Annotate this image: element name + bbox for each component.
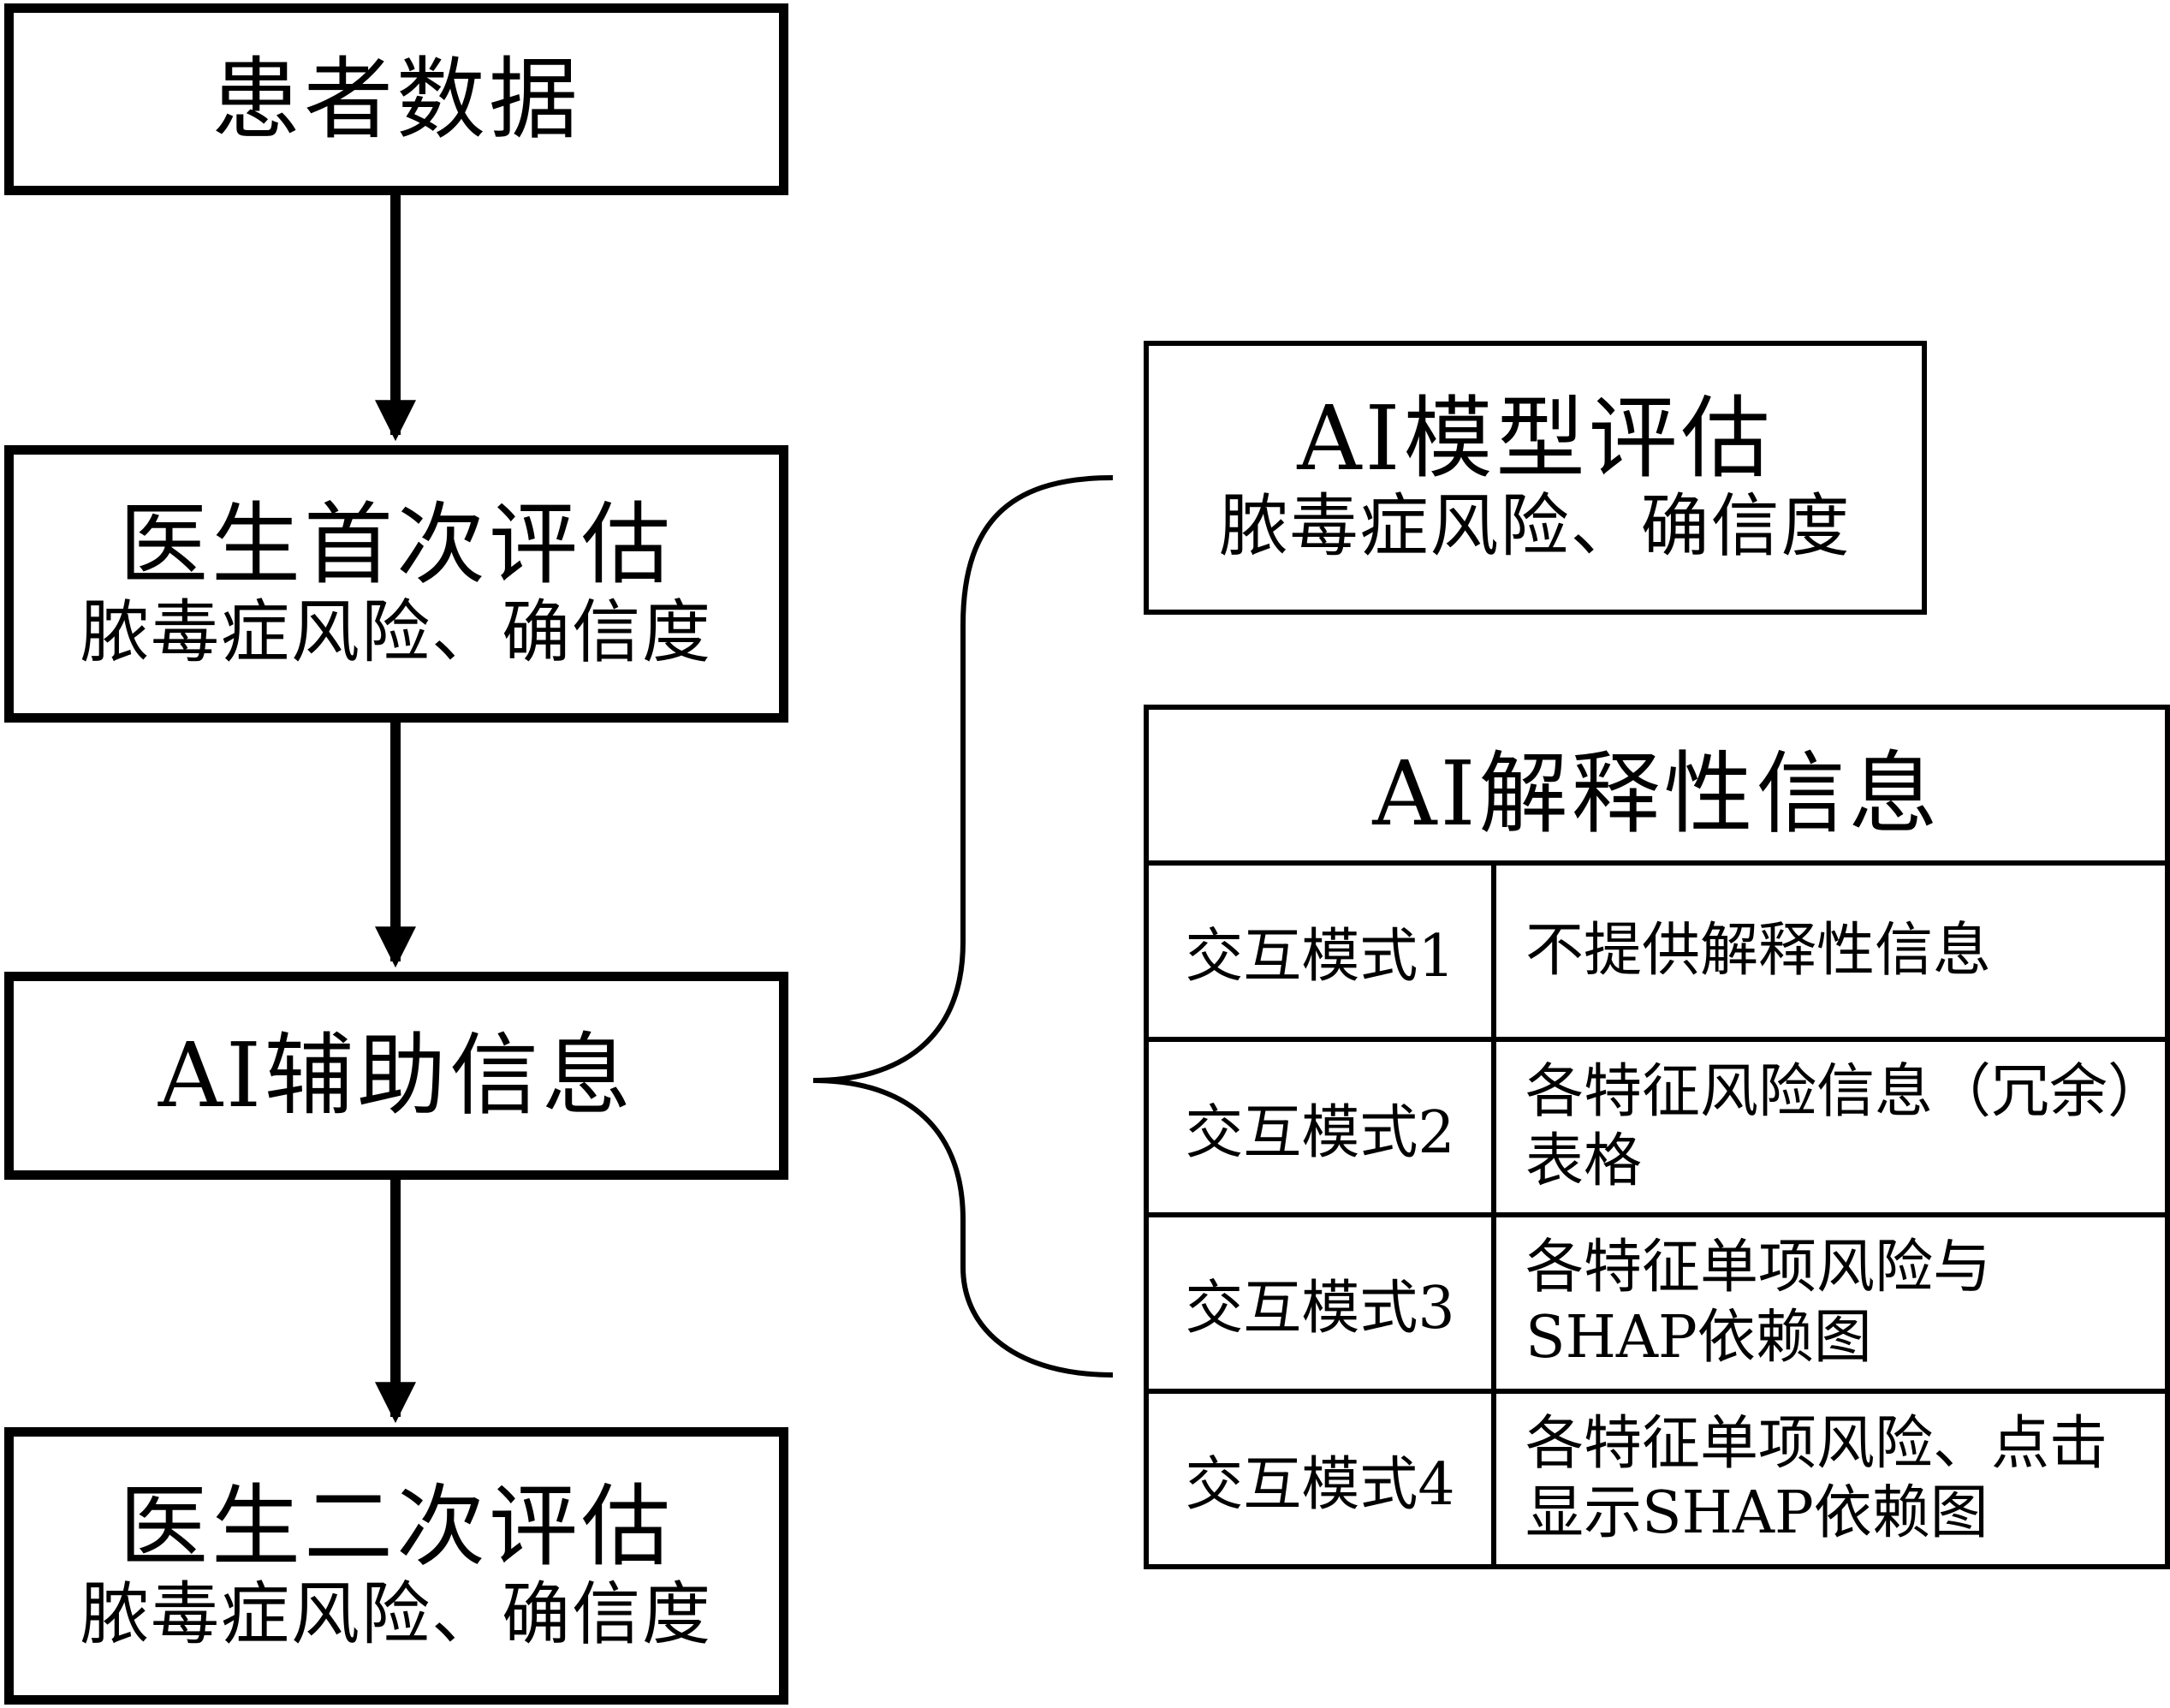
patient-data-box: 患者数据 [4,3,788,195]
mode-label: 交互模式2 [1149,1041,1496,1212]
ai-model-title: AI模型评估 [1297,385,1774,491]
first-eval-box: 医生首次评估 脓毒症风险、确信度 [4,445,788,723]
patient-data-title: 患者数据 [211,46,581,152]
mode-label: 交互模式3 [1149,1217,1496,1389]
table-row: 交互模式4 各特征单项风险、点击显示SHAP依赖图 [1149,1393,2165,1564]
ai-assist-box: AI辅助信息 [4,972,788,1180]
mode-label: 交互模式1 [1149,866,1496,1037]
ai-model-subtitle: 脓毒症风险、确信度 [1219,486,1852,567]
mode-description: 各特征单项风险、点击显示SHAP依赖图 [1525,1409,2108,1548]
explain-table-title: AI解释性信息 [1149,710,2165,866]
second-eval-subtitle: 脓毒症风险、确信度 [80,1574,712,1655]
mode-label: 交互模式4 [1149,1393,1496,1564]
table-row: 交互模式1 不提供解释性信息 [1149,866,2165,1042]
mode-description: 各特征单项风险与SHAP依赖图 [1525,1234,1992,1372]
ai-model-box: AI模型评估 脓毒症风险、确信度 [1144,341,1927,615]
second-eval-title: 医生二次评估 [118,1473,674,1579]
curly-brace-connector [812,475,1114,1378]
first-eval-title: 医生首次评估 [118,491,674,597]
table-row: 交互模式3 各特征单项风险与SHAP依赖图 [1149,1217,2165,1394]
second-eval-box: 医生二次评估 脓毒症风险、确信度 [4,1427,788,1705]
table-row: 交互模式2 各特征风险信息（冗余）表格 [1149,1041,2165,1217]
mode-description: 不提供解释性信息 [1525,916,1992,985]
explain-table: AI解释性信息 交互模式1 不提供解释性信息 交互模式2 各特征风险信息（冗余）… [1144,705,2170,1569]
first-eval-subtitle: 脓毒症风险、确信度 [80,592,712,673]
ai-assist-title: AI辅助信息 [158,1023,635,1128]
mode-description: 各特征风险信息（冗余）表格 [1525,1057,2137,1196]
